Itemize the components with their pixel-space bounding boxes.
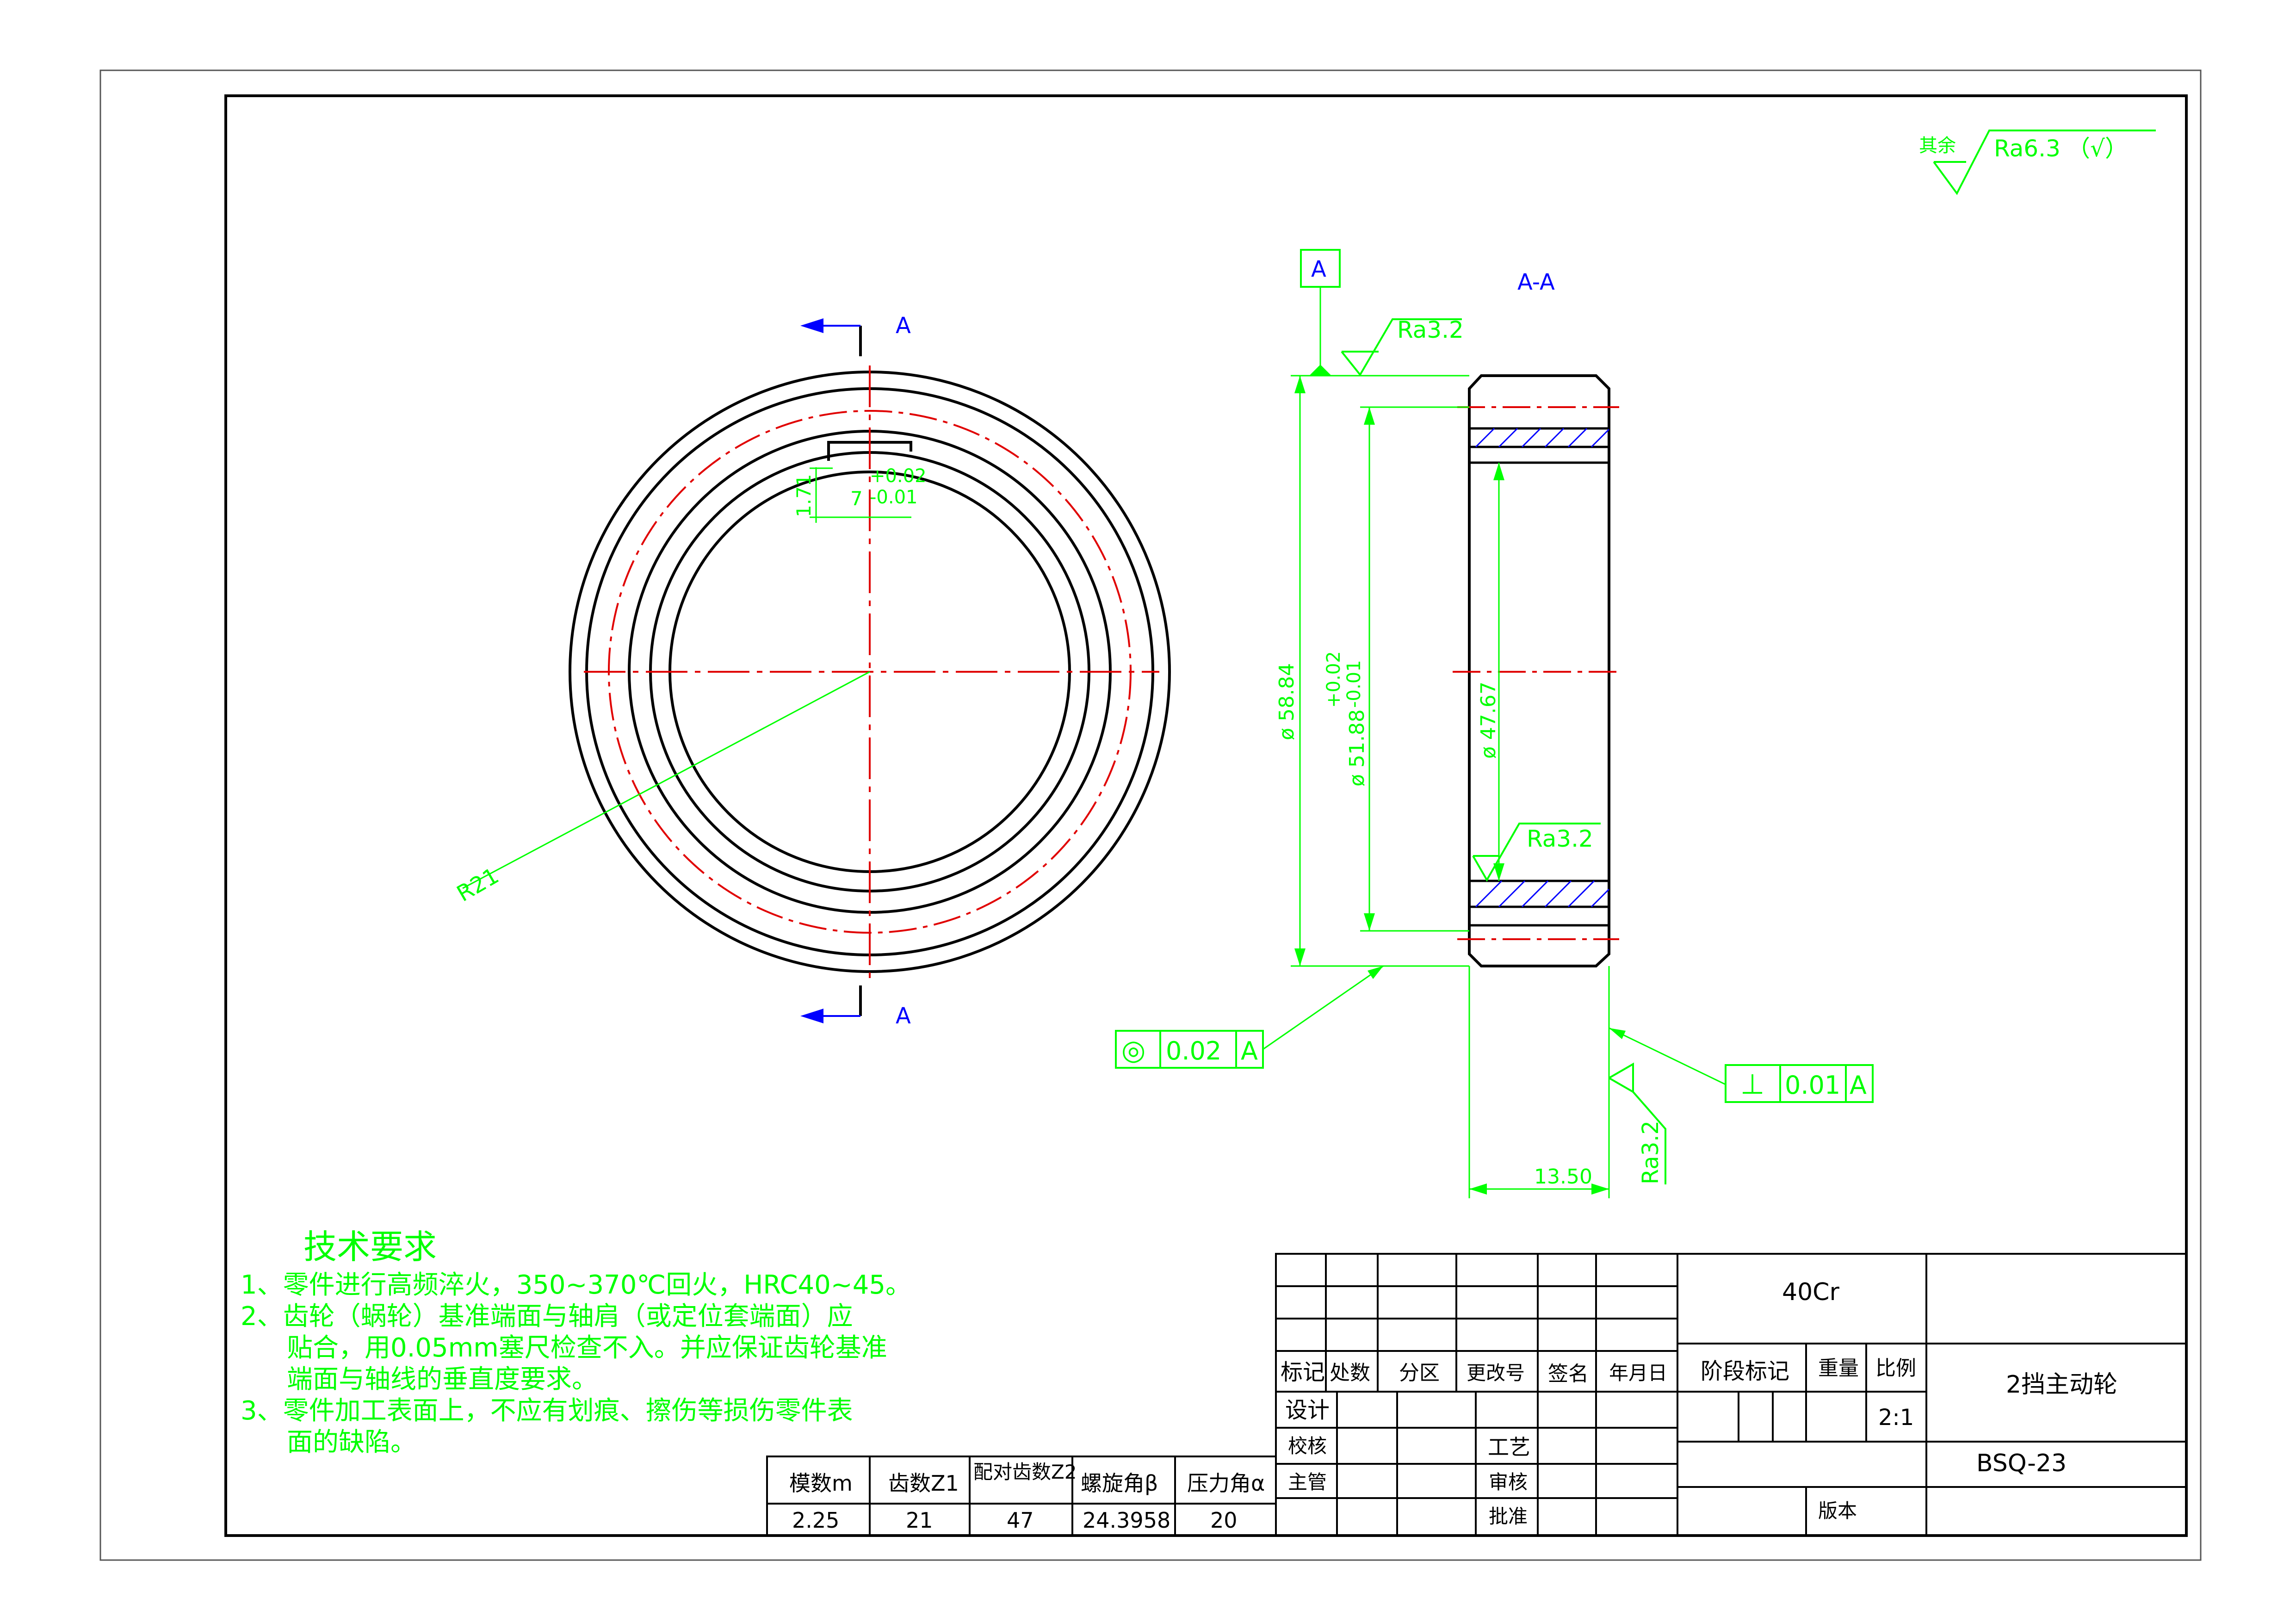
tb-label-weight: 重量: [1818, 1357, 1859, 1380]
tb-label-change: 更改号: [1467, 1362, 1525, 1384]
scale-value: 2:1: [1878, 1405, 1914, 1431]
tb-label-scale: 比例: [1875, 1357, 1916, 1380]
tb-label-zone: 分区: [1399, 1361, 1440, 1385]
concentricity-value: 0.02: [1166, 1036, 1221, 1065]
section-view: A-A A ø 58.84: [1275, 249, 1666, 1198]
tb-label-approve: 批准: [1489, 1505, 1528, 1528]
gear-value: 21: [906, 1508, 933, 1533]
perpendicularity-datum: A: [1850, 1071, 1867, 1100]
inner-dia-dim: ø 51.88: [1345, 709, 1369, 787]
tb-label-stage: 阶段标记: [1701, 1358, 1789, 1384]
width-dim: 13.50: [1534, 1165, 1592, 1189]
part-name: 2挡主动轮: [2006, 1371, 2117, 1399]
perpendicularity-frame: ⊥ 0.01 A: [1609, 1027, 1874, 1103]
gear-header: 螺旋角β: [1081, 1471, 1158, 1496]
gear-value: 20: [1210, 1508, 1238, 1533]
gear-value: 24.3958: [1083, 1508, 1170, 1533]
tech-line: 2、齿轮（蜗轮）基准端面与轴肩（或定位套端面）应: [241, 1301, 853, 1332]
roughness-other-label: 其余: [1919, 135, 1956, 156]
tech-line: 端面与轴线的垂直度要求。: [287, 1364, 598, 1394]
title-block-grid: [1275, 1253, 2187, 1536]
radius-dim: R21: [452, 863, 503, 907]
datum-label: A: [1311, 256, 1326, 282]
concentricity-frame: ◎ 0.02 A: [1115, 965, 1384, 1069]
tb-label-design: 设计: [1285, 1397, 1330, 1423]
title-block-text: 40Cr 2挡主动轮 BSQ-23 2:1 标记 处数 分区 更改号 签名 年月…: [1281, 1278, 2117, 1528]
roughness-side: Ra3.2: [1638, 1121, 1664, 1184]
tech-line: 1、零件进行高频淬火，350~370℃回火，HRC40~45。: [241, 1270, 911, 1300]
section-marker-bottom: A: [800, 985, 911, 1029]
keyway-tol-lower: -0.01: [870, 487, 918, 508]
tech-line: 面的缺陷。: [287, 1427, 416, 1457]
gear-param-text: 模数m 齿数Z1 配对齿数Z2 螺旋角β 压力角α 2.25 21 47 24.…: [789, 1461, 1265, 1533]
tb-label-date: 年月日: [1609, 1362, 1667, 1384]
gear-header: 模数m: [789, 1471, 853, 1496]
roughness-inner: Ra3.2: [1527, 825, 1593, 852]
section-mark-bottom: A: [896, 1003, 911, 1029]
section-title: A-A: [1517, 269, 1555, 295]
roughness-general-suffix: （√）: [2067, 135, 2128, 162]
material: 40Cr: [1782, 1278, 1839, 1306]
drawing-number: BSQ-23: [1976, 1450, 2067, 1477]
keyway-tol-upper: +0.02: [870, 465, 927, 487]
tech-line: 贴合，用0.05mm塞尺检查不入。并应保证齿轮基准: [287, 1333, 887, 1363]
tb-label-sign: 签名: [1548, 1362, 1589, 1386]
roughness-top: Ra3.2: [1397, 316, 1464, 343]
perpendicularity-symbol: ⊥: [1740, 1068, 1764, 1101]
gear-header: 配对齿数Z2: [973, 1461, 1077, 1483]
concentricity-datum: A: [1241, 1036, 1258, 1065]
bore-dia-dim: ø 47.67: [1477, 681, 1500, 759]
tb-label-process: 工艺: [1488, 1435, 1530, 1460]
inner-dia-tol-upper: +0.02: [1323, 651, 1344, 708]
outer-frame: [99, 69, 2202, 1561]
tech-requirements: 技术要求 1、零件进行高频淬火，350~370℃回火，HRC40~45。 2、齿…: [241, 1227, 911, 1457]
gear-header: 压力角α: [1187, 1471, 1265, 1496]
tb-label-chief: 主管: [1288, 1471, 1327, 1493]
concentricity-symbol: ◎: [1121, 1034, 1145, 1066]
outer-dia-dim: ø 58.84: [1275, 663, 1299, 740]
tb-label-version: 版本: [1818, 1499, 1857, 1522]
section-mark-top: A: [896, 313, 911, 339]
gear-value: 2.25: [792, 1508, 839, 1533]
tb-label-mark: 标记: [1281, 1359, 1325, 1385]
keyway-height-dim: 1.71: [792, 474, 815, 517]
general-roughness: 其余 Ra6.3 （√）: [1919, 130, 2156, 195]
gear-value: 47: [1007, 1508, 1034, 1533]
keyway-width-dim: 7: [850, 487, 863, 510]
tech-title: 技术要求: [303, 1227, 437, 1266]
tb-label-check: 校核: [1288, 1435, 1327, 1457]
tb-label-count: 处数: [1330, 1361, 1370, 1385]
perpendicularity-value: 0.01: [1785, 1071, 1840, 1100]
roughness-general-value: Ra6.3: [1994, 135, 2061, 162]
tech-line: 3、零件加工表面上，不应有划痕、擦伤等损伤零件表: [241, 1396, 853, 1426]
front-view: 1.71 7 +0.02 -0.01 R21: [452, 365, 1171, 981]
section-marker-top: A: [800, 313, 911, 356]
tb-label-review: 审核: [1489, 1471, 1528, 1493]
gear-header: 齿数Z1: [888, 1471, 959, 1496]
inner-dia-tol-lower: -0.01: [1343, 660, 1365, 708]
